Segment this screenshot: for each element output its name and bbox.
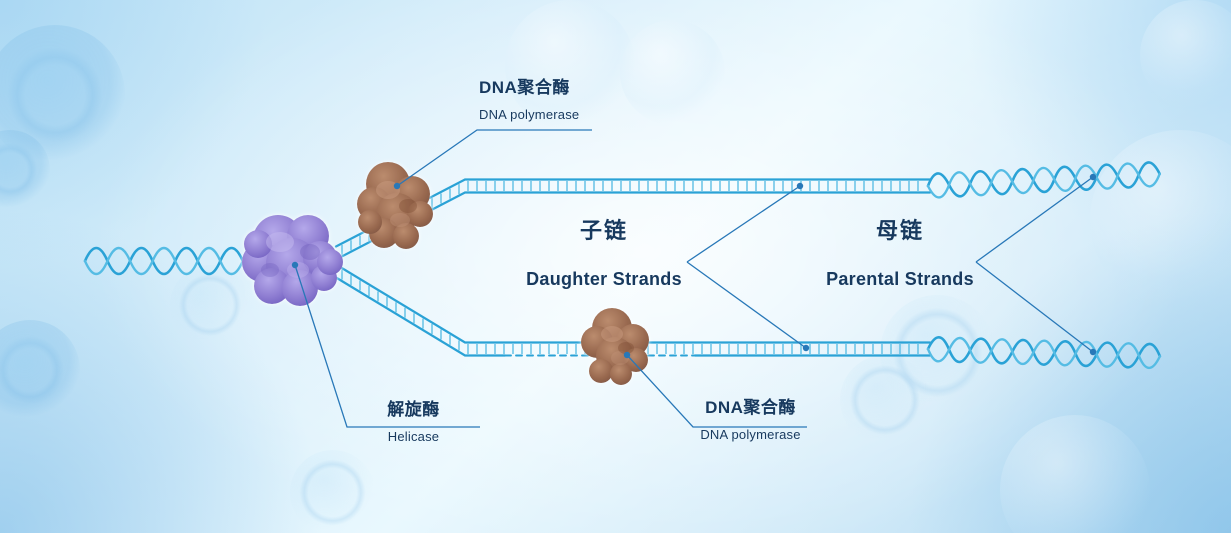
label-helicase: 解旋酶 Helicase bbox=[347, 401, 480, 443]
label-dna-polymerase-top-zh: DNA聚合酶 bbox=[479, 78, 570, 97]
label-parental-strands: 母链 Parental Strands bbox=[822, 218, 978, 289]
dna-polymerase-top-blob bbox=[357, 162, 433, 249]
label-dna-polymerase-top: DNA聚合酶 DNA polymerase bbox=[479, 79, 579, 121]
helicase-blob bbox=[242, 215, 343, 306]
label-helicase-en: Helicase bbox=[387, 429, 440, 444]
label-dna-polymerase-bottom: DNA聚合酶 DNA polymerase bbox=[694, 399, 807, 441]
label-parental-strands-zh: 母链 bbox=[875, 218, 924, 243]
lower-daughter-strand bbox=[334, 263, 932, 357]
label-daughter-strands-en: Daughter Strands bbox=[526, 269, 682, 289]
right-parental-helix-bottom bbox=[926, 336, 1162, 370]
label-helicase-zh: 解旋酶 bbox=[387, 400, 440, 419]
label-daughter-strands: 子链 Daughter Strands bbox=[520, 218, 688, 289]
label-dna-polymerase-top-en: DNA polymerase bbox=[479, 107, 580, 122]
dna-polymerase-bottom-blob bbox=[581, 308, 649, 385]
label-dna-polymerase-bottom-zh: DNA聚合酶 bbox=[705, 398, 796, 417]
label-dna-polymerase-bottom-en: DNA polymerase bbox=[700, 427, 801, 442]
attachment-dots bbox=[291, 173, 1097, 359]
right-parental-helix-top bbox=[926, 161, 1161, 199]
label-daughter-strands-zh: 子链 bbox=[579, 218, 628, 243]
leader-lines bbox=[294, 129, 1094, 428]
label-parental-strands-en: Parental Strands bbox=[826, 269, 974, 289]
